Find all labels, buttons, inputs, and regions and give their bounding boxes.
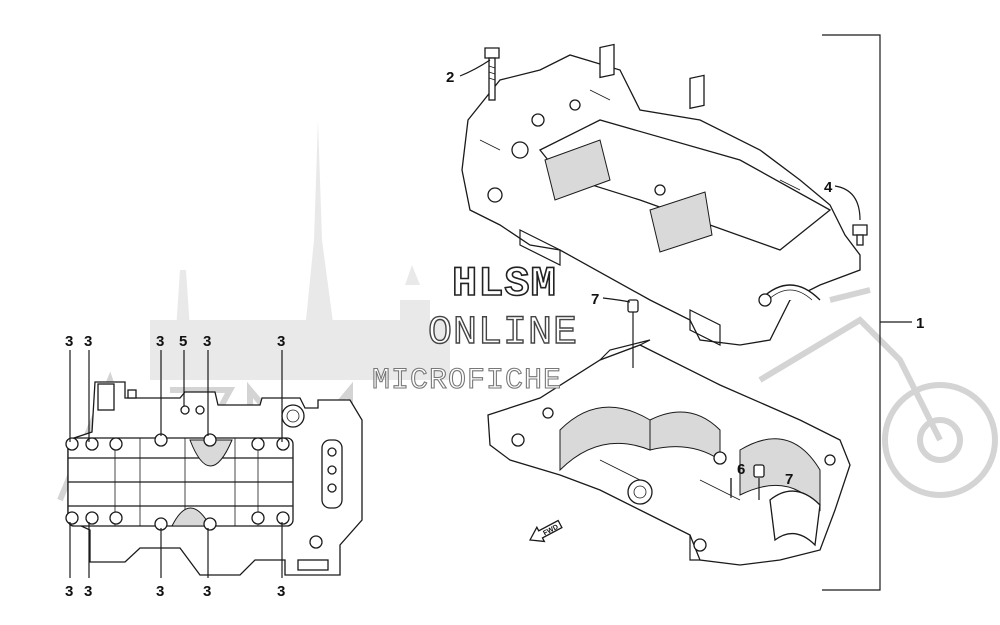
forward-direction-arrow: FWD bbox=[528, 519, 563, 543]
crankcase-bolt-bosses bbox=[65, 433, 290, 531]
bolt-part-4 bbox=[852, 224, 868, 246]
callout-part-7-upper: 7 bbox=[591, 291, 599, 308]
watermark-line-3: MICROFICHE bbox=[372, 364, 562, 398]
callout-part-4: 4 bbox=[824, 179, 833, 196]
callout-part-3-top-c: 3 bbox=[156, 333, 164, 350]
dowel-pin-part-7-lower bbox=[753, 464, 765, 478]
leader-lines bbox=[69, 34, 912, 591]
callout-part-2: 2 bbox=[446, 69, 454, 86]
bolt-part-2 bbox=[484, 47, 500, 101]
callout-part-3-bottom-a: 3 bbox=[65, 583, 73, 600]
watermark-line-1: HLSM bbox=[452, 260, 557, 308]
callout-part-1: 1 bbox=[916, 315, 924, 332]
crankcase-bottom-view bbox=[65, 381, 363, 576]
callout-part-7-lower: 7 bbox=[785, 471, 793, 488]
callout-part-3-top-a: 3 bbox=[65, 333, 73, 350]
callout-part-6: 6 bbox=[737, 461, 745, 478]
callout-part-3-top-e: 3 bbox=[277, 333, 285, 350]
callout-part-3-top-d: 3 bbox=[203, 333, 211, 350]
callout-part-3-bottom-d: 3 bbox=[203, 583, 211, 600]
callout-part-3-bottom-c: 3 bbox=[156, 583, 164, 600]
callout-part-3-bottom-e: 3 bbox=[277, 583, 285, 600]
callout-part-3-top-b: 3 bbox=[84, 333, 92, 350]
upper-crankcase-half bbox=[461, 43, 861, 346]
watermark-line-2: ONLINE bbox=[428, 311, 578, 356]
callout-part-3-bottom-b: 3 bbox=[84, 583, 92, 600]
watermark-text: HLSM ONLINE MICROFICHE bbox=[371, 259, 578, 398]
callout-labels: 1 2 4 5 6 7 7 3 3 3 3 3 3 3 3 3 3 bbox=[65, 69, 924, 600]
forward-arrow-label: FWD bbox=[542, 524, 559, 538]
callout-part-5: 5 bbox=[179, 333, 187, 350]
lower-crankcase-half bbox=[487, 339, 851, 566]
